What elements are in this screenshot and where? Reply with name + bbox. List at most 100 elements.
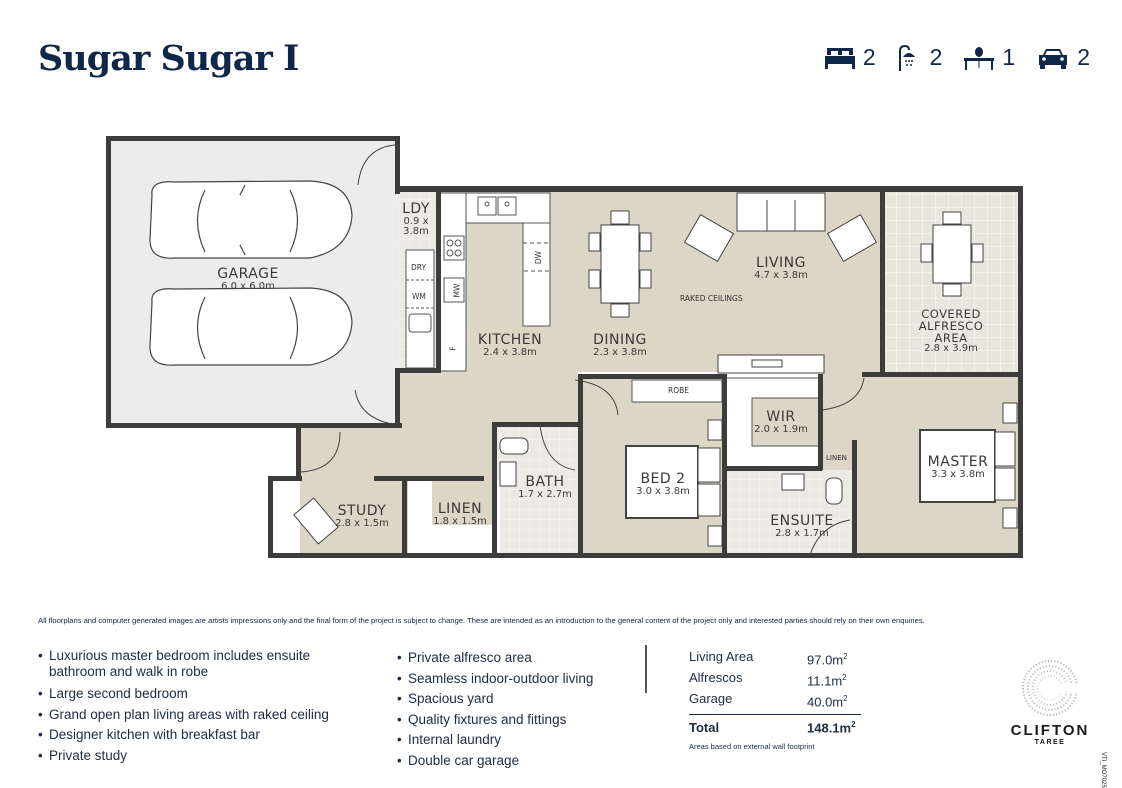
car-icon xyxy=(1039,48,1068,69)
bathroom-count: 2 xyxy=(929,44,943,70)
bedroom-count: 2 xyxy=(862,44,876,70)
room-dimension: 3.3 x 3.8m xyxy=(931,468,985,480)
area-value: 40.0m2 xyxy=(807,693,848,709)
room-name: LIVING xyxy=(756,255,806,271)
feature-item: Internal laundry xyxy=(397,730,637,751)
dotted-circle-logo-icon xyxy=(1022,660,1080,716)
room-name: DINING xyxy=(593,332,647,348)
feature-item: Quality fixtures and fittings xyxy=(397,710,637,731)
page-title: Sugar Sugar I xyxy=(38,38,299,79)
room-dimension: 2.8 x 1.5m xyxy=(335,517,389,529)
area-row: Alfrescos 11.1m2 xyxy=(689,669,861,690)
room-dimension: 4.7 x 3.8m xyxy=(754,269,808,281)
room-name: LDY xyxy=(402,201,430,217)
dishwasher-label: DW xyxy=(534,250,544,265)
room-dimension: 2.4 x 3.8m xyxy=(483,346,537,358)
feature-item: Spacious yard xyxy=(397,689,637,710)
room-dimension: 1.8 x 1.5m xyxy=(433,515,487,527)
spec-summary: 2 2 1 2 xyxy=(824,44,1090,71)
area-total: Total 148.1m2 xyxy=(689,714,861,736)
feature-item: Luxurious master bedroom includes ensuit… xyxy=(38,648,368,680)
area-value: 11.1m2 xyxy=(807,672,847,689)
room-name: BED 2 xyxy=(640,471,686,487)
area-label: Living Area xyxy=(689,649,754,664)
room-dining: DINING 2.3 x 3.8m xyxy=(580,333,660,358)
logo-name: CLIFTON xyxy=(1010,722,1090,739)
area-summary: Living Area 97.0m2 Alfrescos 11.1m2 Gara… xyxy=(689,648,861,751)
room-name: STUDY xyxy=(337,503,387,519)
raked-ceilings-note: RAKED CEILINGS xyxy=(680,294,743,303)
room-dimension: 2.8 x 1.7m xyxy=(775,527,829,539)
feature-item: Grand open plan living areas with raked … xyxy=(38,705,368,726)
study-desk-icon xyxy=(964,46,995,70)
feature-item: Seamless indoor-outdoor living xyxy=(397,669,637,690)
features-list-left: Luxurious master bedroom includes ensuit… xyxy=(38,648,368,766)
feature-item: Private study xyxy=(38,746,368,767)
room-garage: GARAGE 6.0 x 6.0m xyxy=(198,267,298,292)
feature-item: Double car garage xyxy=(397,751,637,772)
disclaimer: All floorplans and computer generated im… xyxy=(38,616,925,625)
room-name: MASTER xyxy=(927,454,989,470)
document-code: VTI_MO7025 xyxy=(1100,752,1106,788)
room-master: MASTER 3.3 x 3.8m xyxy=(920,455,996,480)
area-label: Alfrescos xyxy=(689,669,743,685)
divider xyxy=(645,645,647,693)
feature-item: Designer kitchen with breakfast bar xyxy=(38,725,368,746)
area-row: Living Area 97.0m2 xyxy=(689,648,861,669)
room-dimension: 6.0 x 6.0m xyxy=(221,280,275,292)
room-name: BATH xyxy=(525,474,565,490)
logo-subtitle: TAREE xyxy=(1034,739,1066,746)
fridge-label: F xyxy=(448,346,458,351)
features-list-right: Private alfresco area Seamless indoor-ou… xyxy=(397,648,637,771)
study-count: 1 xyxy=(1002,44,1016,70)
clifton-logo: CLIFTON TAREE xyxy=(1010,658,1090,746)
microwave-label: MW xyxy=(452,283,462,298)
room-name: ENSUITE xyxy=(770,513,834,529)
ensuite-linen-label: LINEN xyxy=(826,454,847,462)
room-living: LIVING 4.7 x 3.8m xyxy=(741,256,821,281)
feature-item: Private alfresco area xyxy=(397,648,637,669)
area-total-value: 148.1m2 xyxy=(807,720,856,736)
room-name: LINEN xyxy=(437,501,483,517)
room-dimension: 2.8 x 3.9m xyxy=(924,343,978,355)
bed-icon xyxy=(824,47,855,69)
area-value: 97.0m2 xyxy=(807,652,848,668)
room-bed2: BED 2 3.0 x 3.8m xyxy=(628,472,698,497)
room-linen: LINEN 1.8 x 1.5m xyxy=(425,502,495,527)
room-dimension: 1.7 x 2.7m xyxy=(518,488,572,500)
room-dimension: 3.8m xyxy=(403,226,429,238)
room-name: KITCHEN xyxy=(477,332,543,348)
washing-machine-label: WM xyxy=(412,292,426,301)
room-laundry: LDY 0.9 x 3.8m xyxy=(396,202,436,238)
robe-label: ROBE xyxy=(668,386,689,395)
car-count: 2 xyxy=(1077,44,1090,70)
room-alfresco: COVERED ALFRESCO AREA 2.8 x 3.9m xyxy=(905,308,997,355)
room-dimension: 3.0 x 3.8m xyxy=(636,485,690,497)
area-row: Garage 40.0m2 xyxy=(689,690,861,711)
area-label: Garage xyxy=(689,690,733,706)
spec-bathrooms: 2 xyxy=(898,44,943,71)
room-name: WIR xyxy=(766,409,796,425)
room-dimension: 0.9 x xyxy=(403,215,429,227)
room-name: AREA xyxy=(934,331,968,346)
room-study: STUDY 2.8 x 1.5m xyxy=(322,504,402,529)
feature-item: Large second bedroom xyxy=(38,684,368,705)
room-wir: WIR 2.0 x 1.9m xyxy=(748,410,814,435)
car-top xyxy=(149,180,353,366)
area-note: Areas based on external wall footprint xyxy=(689,741,815,751)
spec-bedrooms: 2 xyxy=(824,44,876,71)
walls xyxy=(106,136,1023,558)
room-name: COVERED xyxy=(921,307,981,321)
spec-garage: 2 xyxy=(1037,44,1090,71)
shower-icon xyxy=(898,44,915,71)
room-dimension: 2.0 x 1.9m xyxy=(754,423,808,435)
room-ensuite: ENSUITE 2.8 x 1.7m xyxy=(762,514,842,539)
room-dimension: 2.3 x 3.8m xyxy=(593,346,647,358)
area-total-label: Total xyxy=(689,720,720,736)
room-kitchen: KITCHEN 2.4 x 3.8m xyxy=(470,333,550,358)
room-name: GARAGE xyxy=(217,266,279,282)
floor-plan xyxy=(106,136,1023,558)
dryer-label: DRY xyxy=(411,263,427,272)
room-name: ALFRESCO xyxy=(918,319,984,334)
spec-study: 1 xyxy=(964,44,1015,71)
